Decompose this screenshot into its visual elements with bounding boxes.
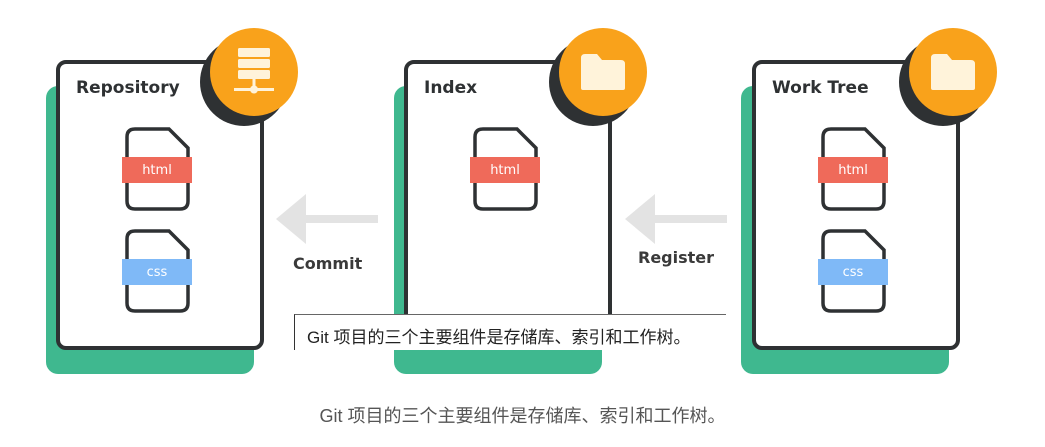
- worktree-title: Work Tree: [772, 78, 869, 98]
- repository-badge: [210, 28, 298, 116]
- register-arrow: [625, 194, 727, 244]
- index-badge: [559, 28, 647, 116]
- register-label: Register: [638, 248, 715, 267]
- folder-icon: [931, 54, 975, 90]
- repository-html-label: html: [122, 157, 192, 183]
- worktree-badge: [909, 28, 997, 116]
- alt-text-tooltip: Git 项目的三个主要组件是存储库、索引和工作树。: [294, 314, 726, 350]
- index-html-label: html: [470, 157, 540, 183]
- server-icon: [234, 48, 274, 94]
- repository-css-label: css: [122, 259, 192, 285]
- folder-icon: [581, 54, 625, 90]
- index-title: Index: [424, 78, 478, 98]
- worktree-html-label: html: [818, 157, 888, 183]
- commit-arrow: [276, 194, 378, 244]
- repository-title: Repository: [76, 78, 180, 98]
- worktree-css-label: css: [818, 259, 888, 285]
- commit-label: Commit: [293, 254, 363, 273]
- figure-caption: Git 项目的三个主要组件是存储库、索引和工作树。: [319, 406, 726, 426]
